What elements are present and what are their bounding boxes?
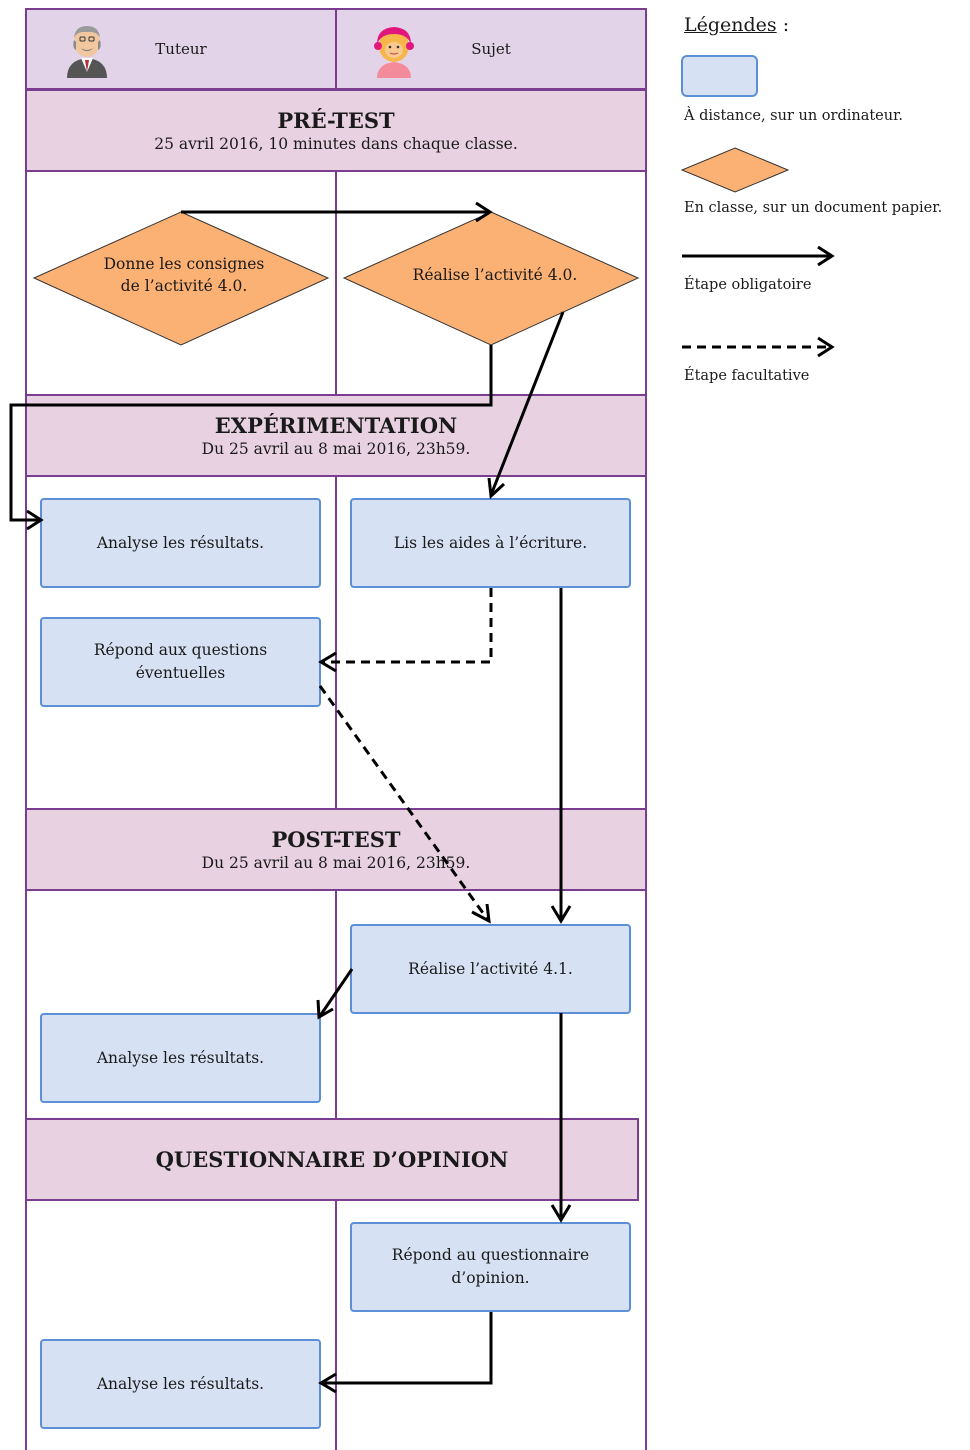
lane-border-right [645,8,647,1450]
phase-experimentation-subtitle: Du 25 avril au 8 mai 2016, 23h59. [201,439,471,458]
phase-experimentation-title: EXPÉRIMENTATION [214,412,458,438]
arrow-questions-to-activity41 [318,685,490,921]
legend-title-suffix: : [776,14,790,36]
legend-remote-swatch [681,55,758,97]
step-analyse-resultats-3: Analyse les résultats. [40,1339,321,1429]
phase-posttest: POST-TEST Du 25 avril au 8 mai 2016, 23h… [25,808,647,891]
step-donne-consignes: Donne les consignes de l’activité 4.0. [103,255,265,295]
arrow-activity-to-analyse [9,345,493,522]
tutor-avatar-icon [67,26,107,78]
diamond-donne-consignes [32,211,330,346]
arrow-questionnaire-to-analyse [322,1312,493,1385]
lane-label-subject: Sujet [471,40,511,58]
phase-posttest-title: POST-TEST [271,826,401,852]
legend-paper-swatch [680,147,790,193]
legend-title: Légendes : [684,14,789,36]
phase-pretest-subtitle: 25 avril 2016, 10 minutes dans chaque cl… [154,134,518,153]
phase-pretest-title: PRÉ-TEST [277,107,395,133]
step-realise-40: Réalise l’activité 4.0. [412,266,578,284]
phase-experimentation: EXPÉRIMENTATION Du 25 avril au 8 mai 201… [25,394,647,477]
step-analyse-resultats-1: Analyse les résultats. [40,498,321,588]
legend-remote-label: À distance, sur un ordinateur. [684,108,904,124]
step-analyse-resultats-2: Analyse les résultats. [40,1013,321,1103]
step-repond-questionnaire: Répond au questionnaire d’opinion. [350,1222,631,1312]
legend-mandatory-label: Étape obligatoire [684,277,812,293]
legend-title-word: Légendes [684,14,777,36]
step-repond-questions: Répond aux questions éventuelles [40,617,321,707]
legend-optional-label: Étape facultative [684,368,810,384]
lane-divider [335,8,337,1450]
lane-border-left [25,8,27,1450]
phase-posttest-subtitle: Du 25 avril au 8 mai 2016, 23h59. [201,853,471,872]
arrow-aides-to-questions [322,588,493,664]
phase-questionnaire: QUESTIONNAIRE D’OPINION [25,1118,639,1201]
arrow-activity41-to-analyse [318,968,354,1017]
phase-pretest: PRÉ-TEST 25 avril 2016, 10 minutes dans … [25,89,647,172]
lane-label-tutor: Tuteur [155,40,207,58]
step-lis-aides: Lis les aides à l’écriture. [350,498,631,588]
phase-questionnaire-title: QUESTIONNAIRE D’OPINION [155,1146,509,1172]
arrow-activity-to-aides [489,311,565,496]
subject-avatar-icon [374,27,414,78]
step-realise-41: Réalise l’activité 4.1. [350,924,631,1014]
legend-paper-label: En classe, sur un document papier. [684,200,943,216]
lane-header-subject: Sujet [335,8,647,90]
lane-header-tutor: Tuteur [25,8,337,90]
